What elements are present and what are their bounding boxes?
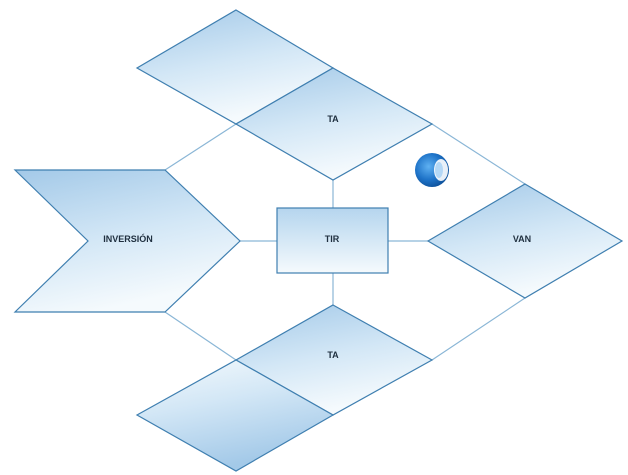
connector-ta-to-van [431,123,526,185]
van-label: VAN [513,234,531,244]
top-ta-node: TA [234,67,434,181]
tir-label: TIR [325,234,340,244]
top-ta-diamond [234,67,434,181]
inversion-chevron [13,169,241,313]
inversion-node: INVERSIÓN [13,169,241,313]
connector-van-to-bottom-ta [431,297,526,361]
bottom-ta-label: TA [327,350,339,360]
inversion-label: INVERSIÓN [103,233,153,244]
connector-inversion-to-bottom-ta [164,311,237,361]
bottom-blank-diamond [135,359,335,472]
top-ta-label: TA [327,114,339,124]
van-diamond [426,183,624,299]
van-node: VAN [426,183,624,299]
tir-node: TIR [276,207,389,274]
tir-box [276,207,389,274]
blue-sphere-icon [415,153,449,187]
connector-ta-to-inversion [164,123,237,171]
connectors [164,123,526,361]
